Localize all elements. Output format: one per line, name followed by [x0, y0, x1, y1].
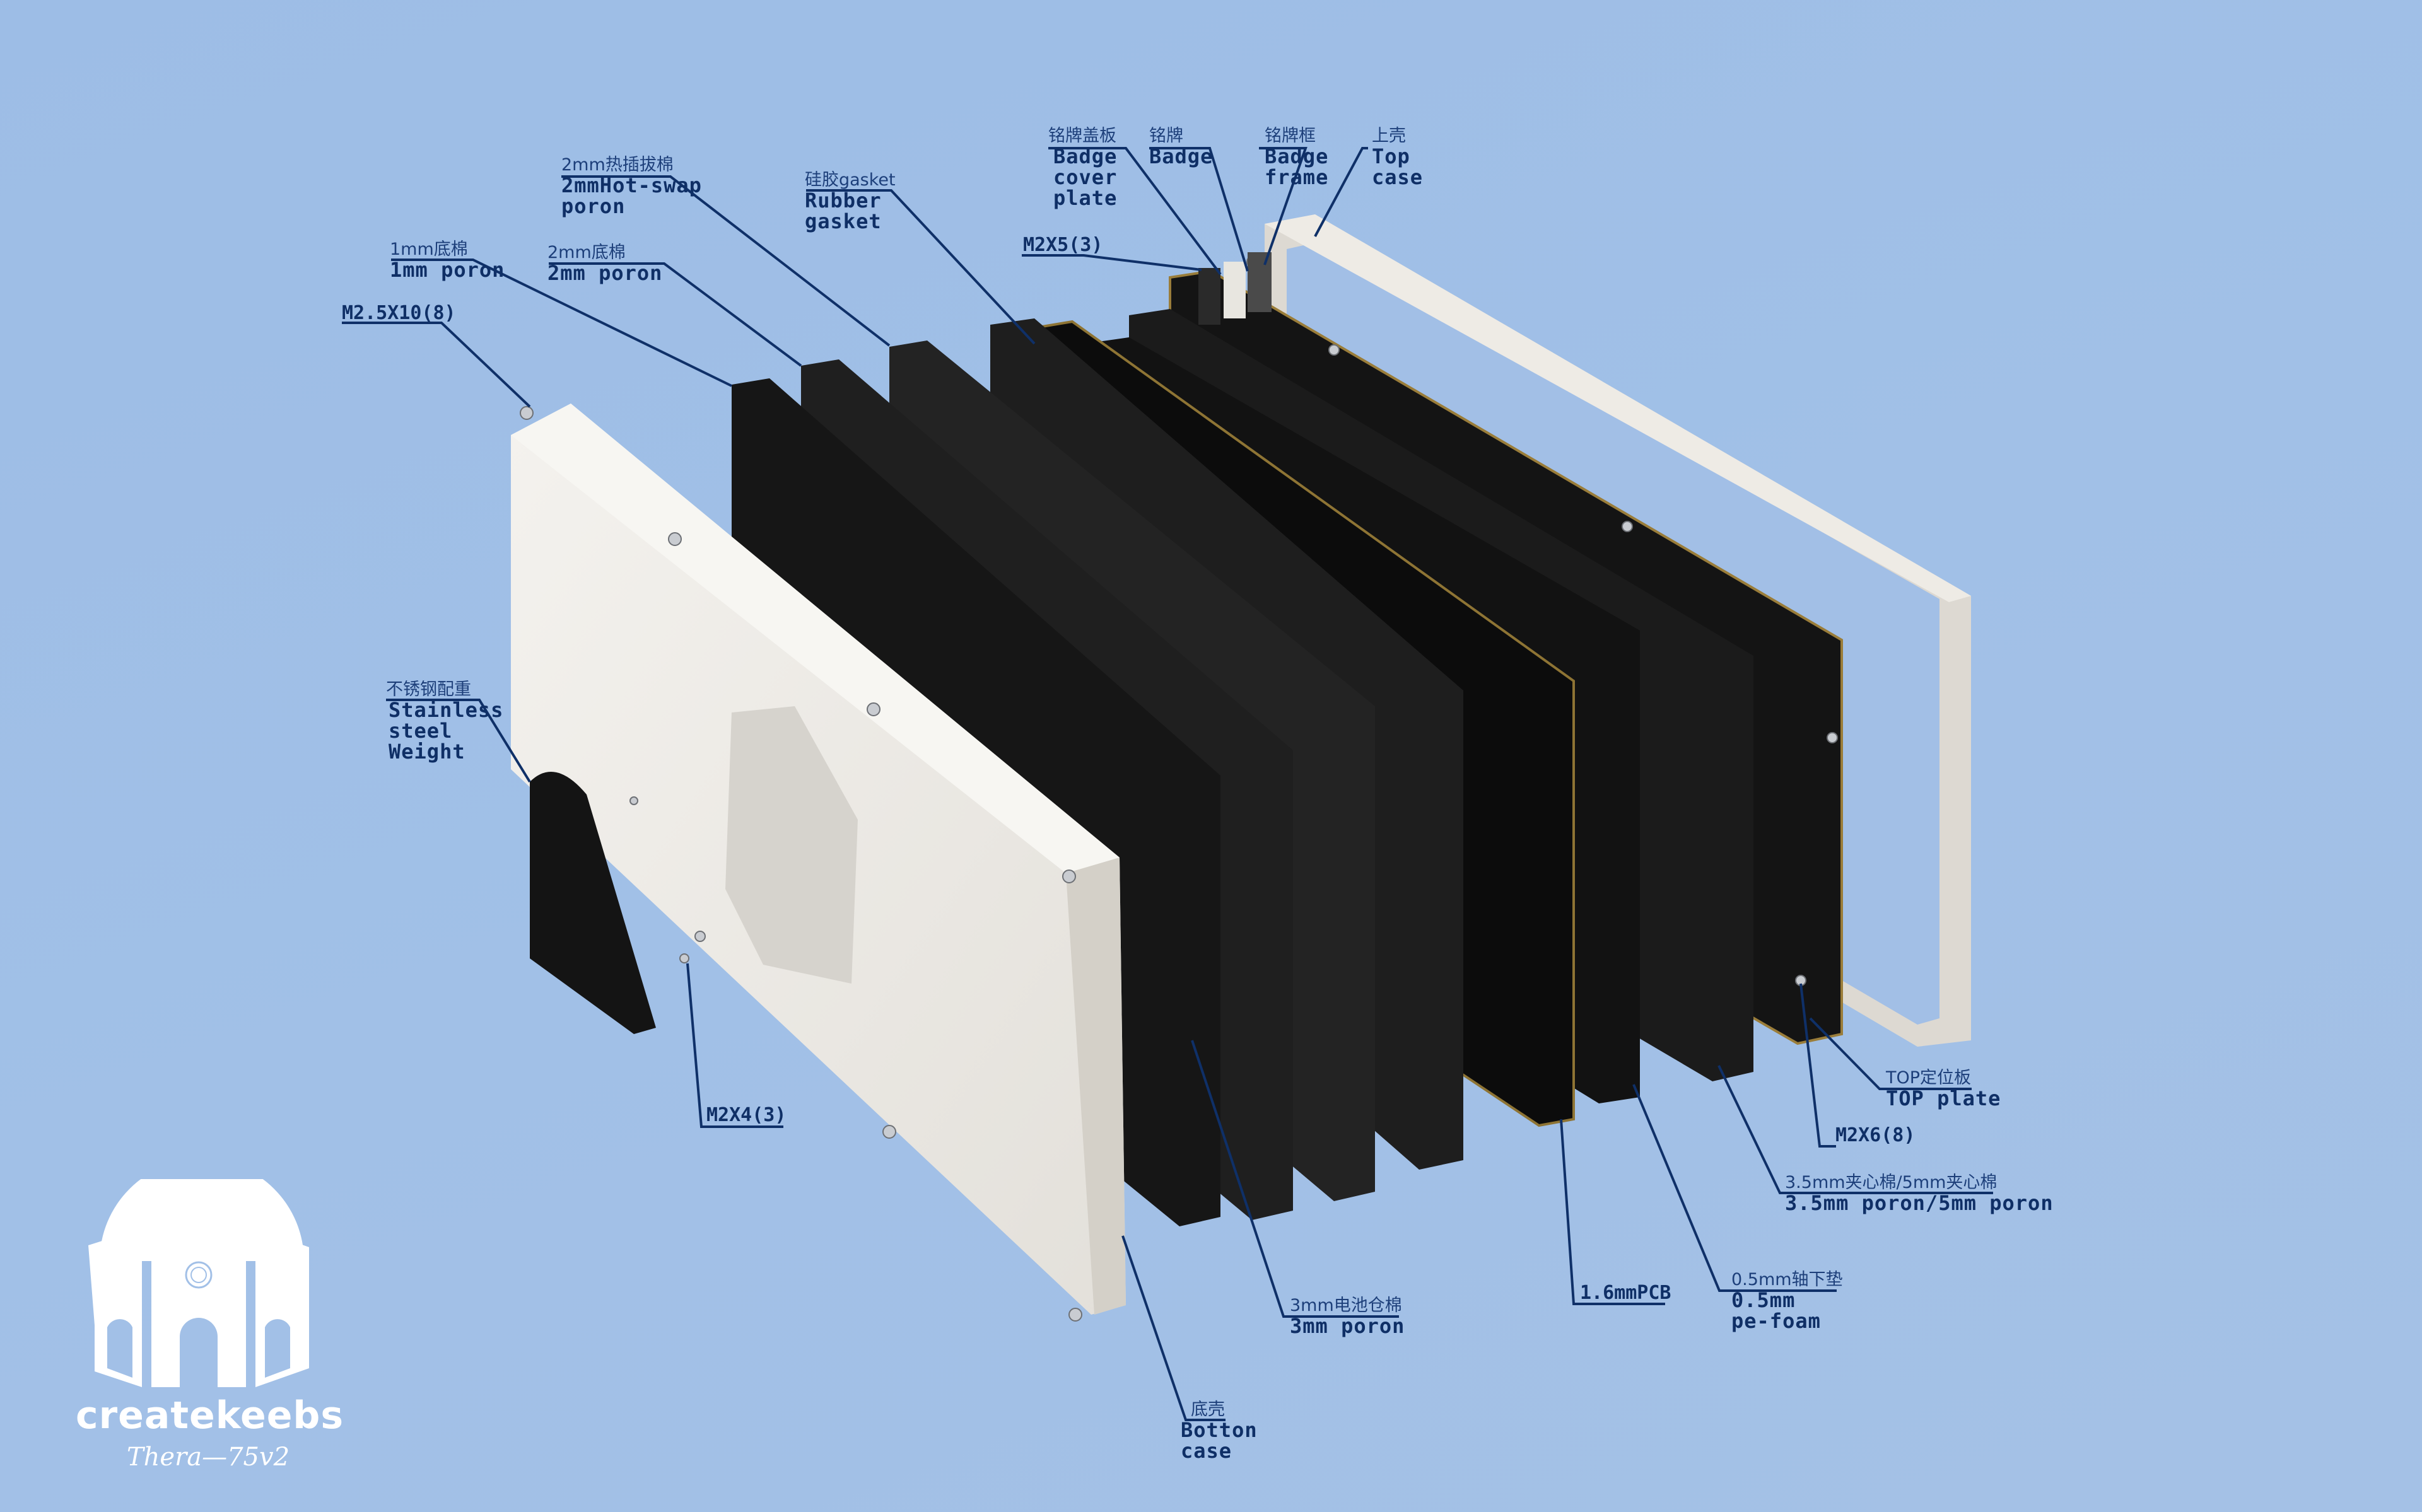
- callout-en-text: 2mm poron: [547, 261, 663, 285]
- callout-part-text: M2.5X10(8): [342, 302, 456, 324]
- callout-part-text: 1.6mmPCB: [1580, 1282, 1671, 1304]
- callout-part-text: M2X4(3): [706, 1104, 787, 1126]
- screws: [520, 256, 1838, 1322]
- bottom-case-shape: [511, 404, 1126, 1315]
- callout-poron-2mm: 2mm底棉 2mm poron: [547, 243, 662, 284]
- badge-assembly-shape: [1198, 252, 1272, 325]
- callout-badge-frame: 铭牌框 Badge frame: [1265, 126, 1328, 188]
- callout-en-text: Top case: [1372, 144, 1424, 189]
- callout-cn-text: 1mm底棉: [390, 240, 468, 259]
- callout-en-text: 2mmHot-swap poron: [561, 173, 702, 218]
- steel-weight-shape: [530, 772, 656, 1034]
- callout-bottom-case: 底壳 Botton case: [1181, 1400, 1258, 1462]
- callout-sandwich-poron: 3.5mm夹心棉/5mm夹心棉 3.5mm poron/5mm poron: [1785, 1173, 2054, 1214]
- callout-cn-text: 3mm电池仓棉: [1290, 1296, 1402, 1315]
- callout-cn-text: 不锈钢配重: [386, 680, 471, 699]
- callout-en-text: 3.5mm poron/5mm poron: [1785, 1191, 2054, 1215]
- callout-rubber-gasket: 硅胶gasket Rubber gasket: [805, 170, 896, 232]
- callout-cn-text: 2mm底棉: [547, 243, 626, 262]
- callout-screw-m2x5: M2X5(3): [1023, 235, 1103, 256]
- callout-screw-m25x10: M2.5X10(8): [342, 303, 456, 324]
- callout-en-text: Badge: [1149, 144, 1214, 168]
- callout-pcb: 1.6mmPCB: [1580, 1282, 1671, 1304]
- callout-en-text: Rubber gasket: [805, 189, 882, 233]
- callout-steel-weight: 不锈钢配重 Stainless steel Weight: [386, 680, 503, 762]
- callout-battery-poron: 3mm电池仓棉 3mm poron: [1290, 1296, 1405, 1337]
- callout-poron-1mm: 1mm底棉 1mm poron: [390, 240, 505, 281]
- callout-cn-text: TOP定位板: [1886, 1068, 1972, 1088]
- callout-en-text: Botton case: [1181, 1418, 1258, 1463]
- createkeebs-logo: createkeebs Thera—75v2: [76, 1159, 344, 1482]
- callout-screw-m2x4: M2X4(3): [706, 1105, 786, 1126]
- callout-top-case: 上壳 Top case: [1372, 126, 1423, 188]
- callout-cn-text: 铭牌: [1149, 126, 1183, 146]
- callout-badge: 铭牌 Badge: [1149, 126, 1213, 167]
- callout-part-text: M2X6(8): [1835, 1124, 1916, 1146]
- logo-model-text: Thera—75v2: [126, 1443, 290, 1472]
- logo-brand-text: createkeebs: [76, 1393, 344, 1438]
- callout-cn-text: 铭牌盖板: [1048, 126, 1116, 146]
- callout-cn-text: 上壳: [1372, 126, 1406, 146]
- callout-pe-foam: 0.5mm轴下垫 0.5mm pe-foam: [1731, 1270, 1843, 1332]
- leader-lines: [342, 147, 1993, 1421]
- dome-building-logo-icon: [88, 1159, 309, 1387]
- callout-en-text: Badge cover plate: [1053, 144, 1118, 210]
- callout-cn-text: 硅胶gasket: [805, 170, 896, 190]
- callout-cn-text: 0.5mm轴下垫: [1731, 1270, 1843, 1289]
- callout-en-text: 1mm poron: [390, 258, 505, 282]
- callout-en-text: 3mm poron: [1290, 1314, 1405, 1338]
- callout-cn-text: 2mm热插拔棉: [561, 155, 674, 175]
- callout-en-text: TOP plate: [1886, 1086, 2001, 1110]
- callout-badge-cover-plate: 铭牌盖板 Badge cover plate: [1048, 126, 1117, 209]
- callout-cn-text: 铭牌框: [1265, 126, 1316, 146]
- callout-en-text: Stainless steel Weight: [389, 698, 504, 764]
- callout-screw-m2x6: M2X6(8): [1835, 1125, 1915, 1146]
- callout-cn-text: 底壳: [1191, 1400, 1225, 1419]
- callout-hotswap-poron: 2mm热插拔棉 2mmHot-swap poron: [561, 155, 702, 217]
- callout-part-text: M2X5(3): [1023, 234, 1103, 256]
- callout-top-plate: TOP定位板 TOP plate: [1886, 1068, 2001, 1109]
- callout-en-text: 0.5mm pe-foam: [1731, 1288, 1821, 1333]
- callout-cn-text: 3.5mm夹心棉/5mm夹心棉: [1785, 1173, 1998, 1192]
- callout-en-text: Badge frame: [1265, 144, 1329, 189]
